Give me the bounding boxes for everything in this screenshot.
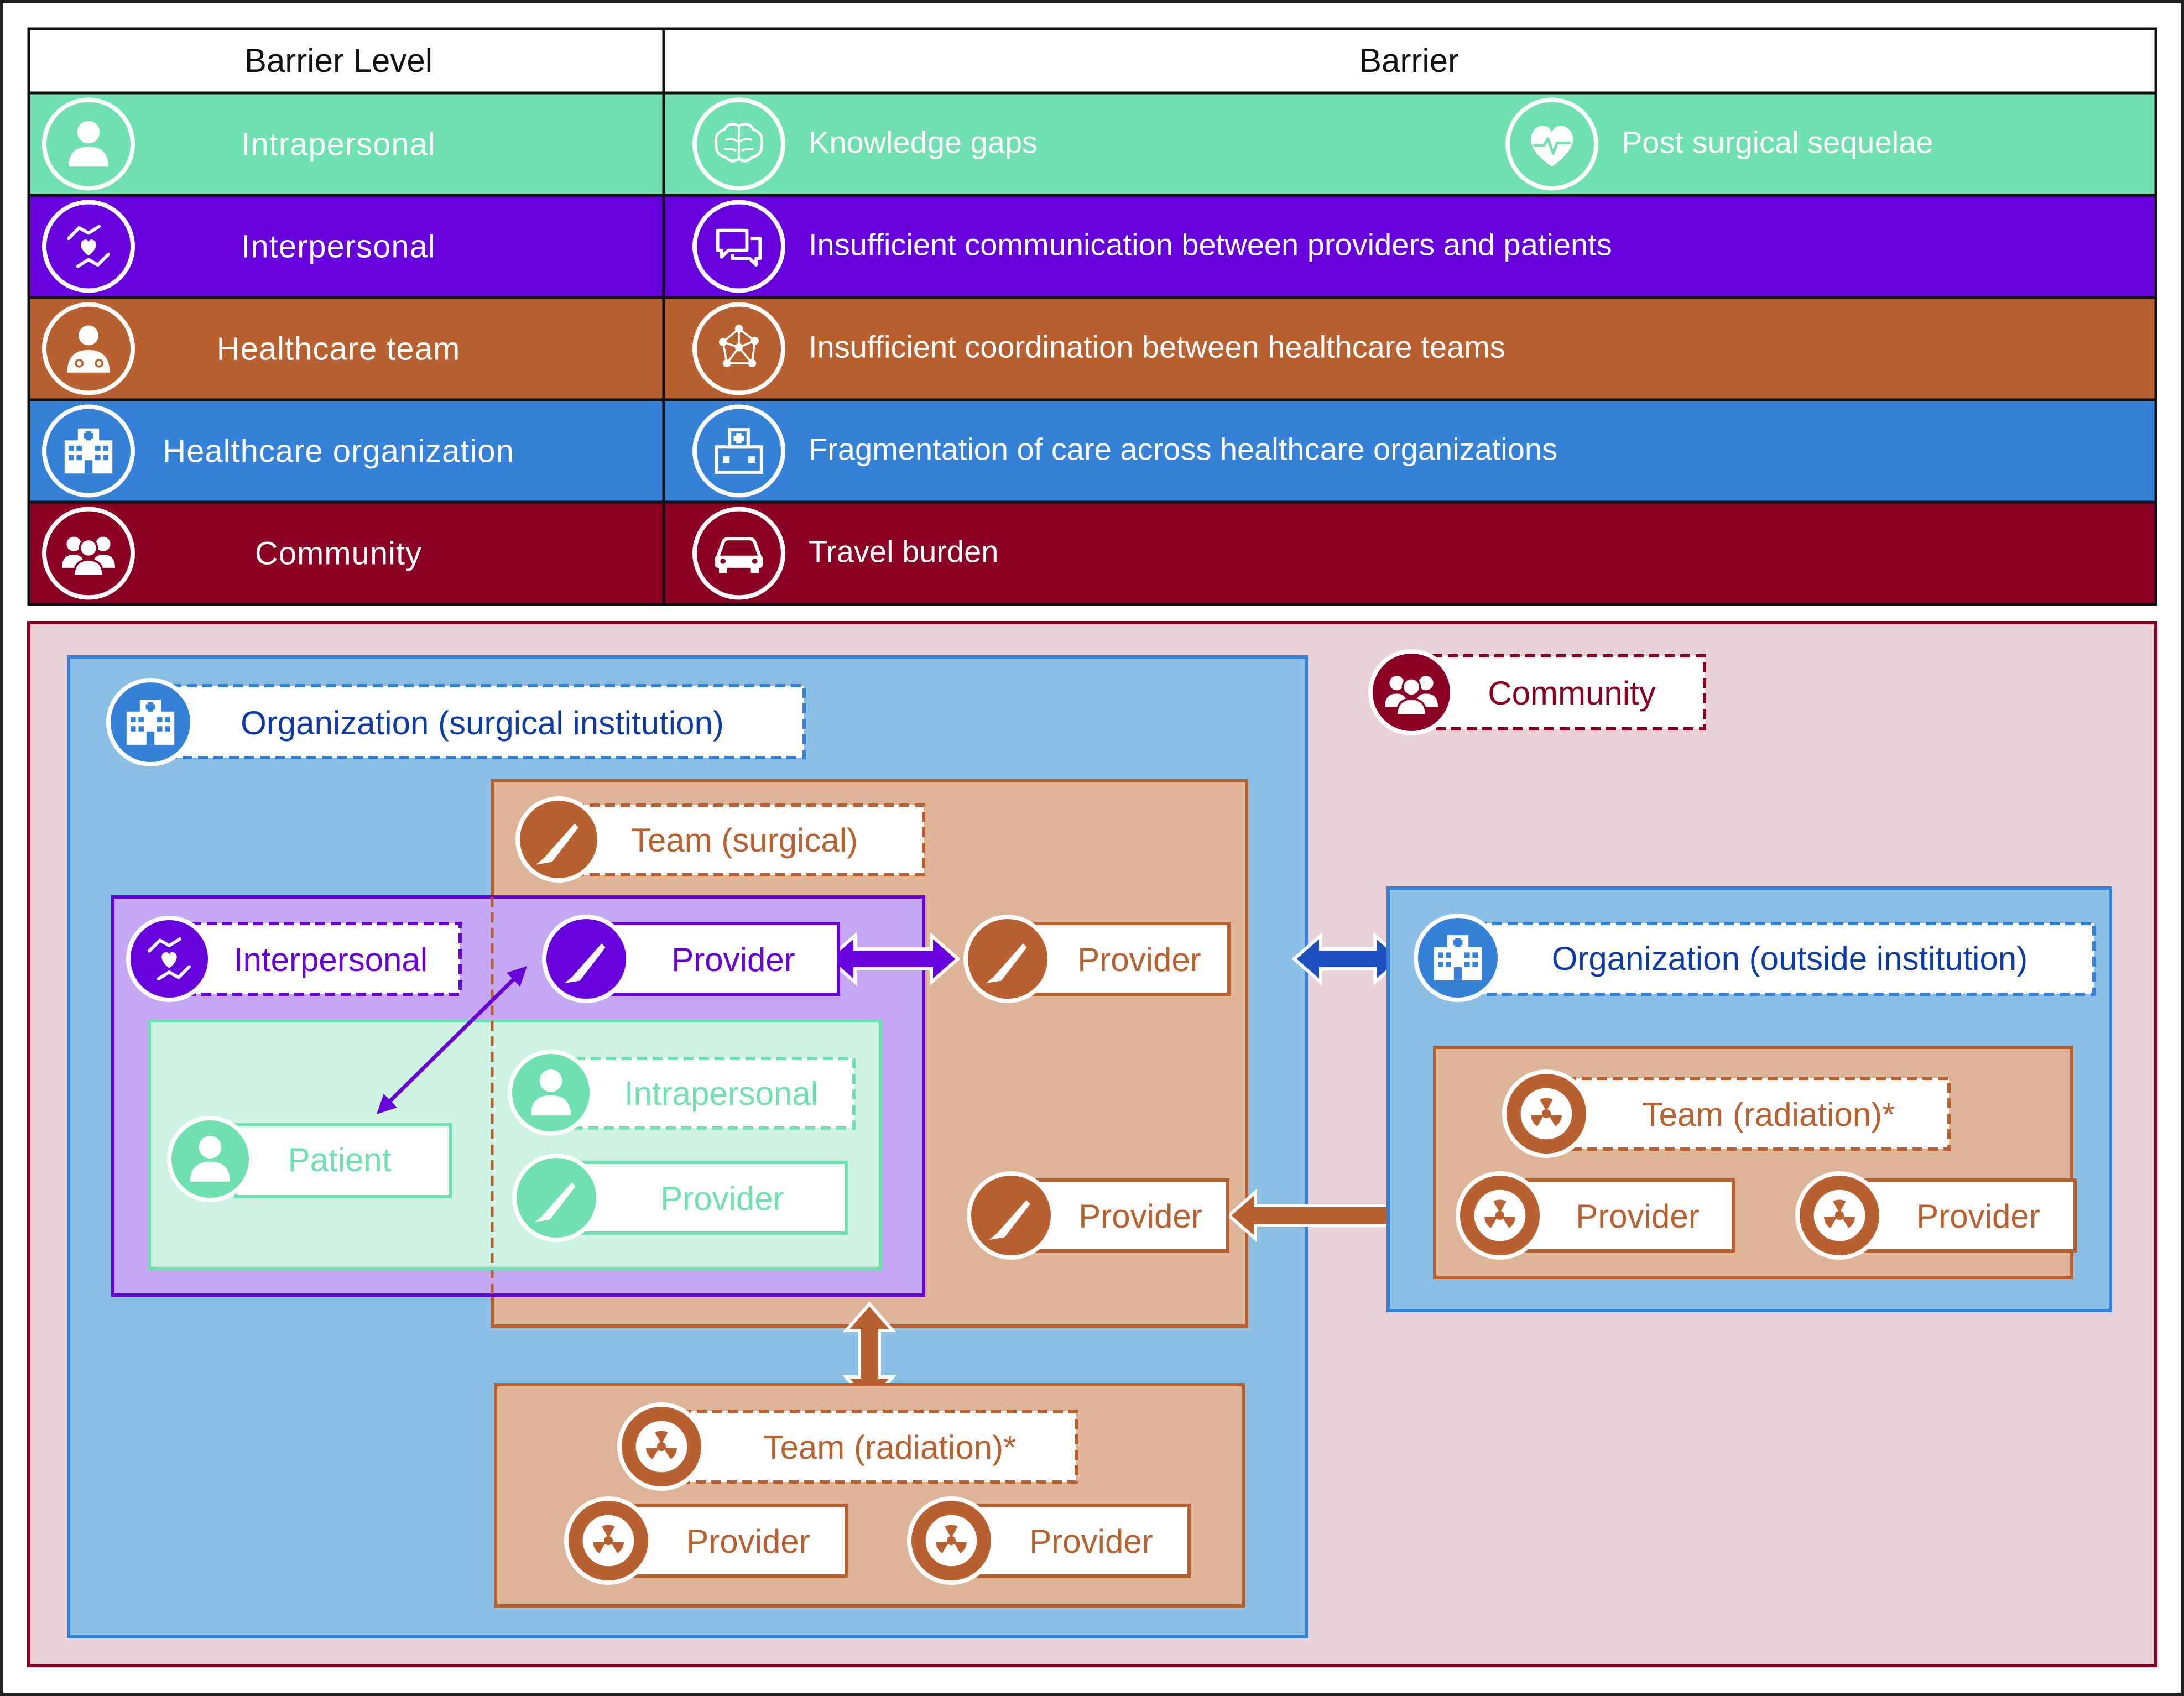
barrier-table: Barrier Level Barrier Intrapersonal Knowl… (27, 27, 2157, 606)
provider-intrapersonal: Provider (512, 1154, 848, 1242)
scalpel-icon (512, 1154, 601, 1242)
hospital-building-icon (692, 404, 785, 498)
team-surgical-tag: Team (surgical) (515, 796, 925, 883)
team-surgical-label: Team (surgical) (631, 822, 858, 859)
provider-radiation-2-label: Provider (1029, 1523, 1153, 1560)
org-outside-tag: Organization (outside institution) (1414, 914, 2096, 1002)
radiation-icon (617, 1402, 706, 1491)
scalpel-icon (963, 915, 1052, 1003)
org-surgical-tag: Organization (surgical institution) (106, 678, 806, 766)
barrier-label: Insufficient communication between provi… (809, 227, 1612, 262)
community-tag: Community (1368, 649, 1706, 735)
org-surgical-label: Organization (surgical institution) (241, 705, 724, 742)
interpersonal-label: Interpersonal (234, 941, 428, 978)
table-row: Intrapersonal Knowledge gaps Post surgical… (27, 91, 2157, 197)
heart-pulse-icon (1505, 97, 1598, 191)
barrier-level-label: Intrapersonal (241, 127, 436, 163)
table-row: Healthcare organization Fragmentation of … (27, 398, 2157, 504)
provider-surgical-2-label: Provider (1078, 1198, 1202, 1235)
patient-provider-arrow (377, 966, 527, 1114)
team-radiation-tag-label: Team (radiation)* (764, 1429, 1017, 1466)
car-icon (692, 507, 785, 600)
barrier-level-label: Community (255, 536, 422, 572)
org-outside-label: Organization (outside institution) (1552, 940, 2027, 977)
barrier-level-label: Healthcare organization (163, 434, 514, 469)
provider-radiation-2: Provider (907, 1496, 1191, 1585)
team-radiation-outside-tag: Team (radiation)* (1502, 1069, 1951, 1158)
provider-interpersonal: Provider (542, 915, 840, 1003)
person-icon (508, 1050, 594, 1136)
intrapersonal-tag: Intrapersonal (508, 1050, 856, 1136)
team-radiation-tag: Team (radiation)* (617, 1402, 1078, 1491)
patient-person-icon (167, 1116, 253, 1202)
header-barrier-level: Barrier Level (244, 42, 432, 79)
provider-radiation-1: Provider (564, 1496, 848, 1585)
hospital-icon (42, 404, 135, 498)
provider-outside-2-label: Provider (1916, 1198, 2040, 1235)
table-header-row (27, 27, 2157, 95)
team-radiation-outside-tag-label: Team (radiation)* (1643, 1096, 1895, 1133)
barrier-level-label: Interpersonal (241, 229, 436, 265)
doctor-icon (42, 302, 135, 395)
barrier-label: Post surgical sequelae (1622, 125, 1933, 160)
intrapersonal-label: Intrapersonal (624, 1075, 818, 1112)
levels-diagram: Community Organization (surgical institu… (27, 621, 2157, 1667)
provider-exchange-arrow (826, 932, 961, 986)
radiation-icon (907, 1496, 995, 1585)
radiation-icon (1456, 1171, 1544, 1260)
person-icon (42, 97, 135, 191)
header-barrier: Barrier (1359, 42, 1459, 79)
table-row: Healthcare team Insufficient coordination… (27, 296, 2157, 401)
provider-outside-2: Provider (1795, 1171, 2077, 1260)
barrier-label: Knowledge gaps (809, 125, 1038, 160)
patient-label: Patient (288, 1141, 392, 1178)
barrier-label: Fragmentation of care across healthcare … (809, 432, 1557, 467)
radiation-icon (1795, 1171, 1884, 1260)
barrier-label: Travel burden (809, 534, 998, 569)
provider-surgical-2: Provider (967, 1171, 1229, 1260)
scalpel-icon (542, 915, 630, 1003)
group-icon (42, 507, 135, 600)
provider-intrapersonal-label: Provider (660, 1180, 784, 1217)
interpersonal-tag: Interpersonal (126, 916, 462, 1002)
provider-radiation-1-label: Provider (686, 1523, 810, 1560)
provider-outside-1-label: Provider (1576, 1198, 1699, 1235)
network-icon (692, 302, 785, 395)
radiation-icon (1502, 1069, 1591, 1158)
chat-bubbles-icon (692, 200, 785, 293)
provider-surgical-1-label: Provider (1077, 941, 1201, 978)
barrier-level-label: Healthcare team (217, 331, 461, 367)
brain-icon (692, 97, 785, 191)
provider-outside-1: Provider (1456, 1171, 1735, 1260)
patient-node: Patient (167, 1116, 452, 1202)
barrier-label: Insufficient coordination between health… (809, 330, 1505, 364)
provider-interpersonal-label: Provider (671, 941, 795, 978)
radiation-icon (564, 1496, 653, 1585)
hands-heart-icon (42, 200, 135, 293)
community-label: Community (1488, 675, 1655, 712)
scalpel-icon (515, 796, 602, 883)
scalpel-icon (967, 1171, 1055, 1260)
table-row: Interpersonal Insufficient communication … (27, 194, 2157, 299)
table-row: Community Travel burden (27, 500, 2157, 606)
provider-surgical-1: Provider (963, 915, 1231, 1003)
